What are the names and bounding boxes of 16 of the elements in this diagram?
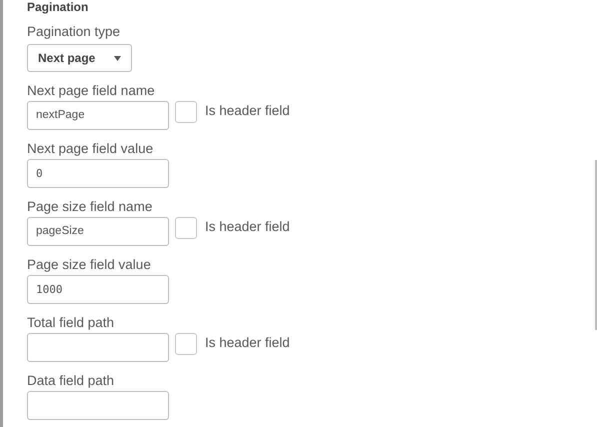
checkbox-label: Is header field xyxy=(205,103,290,118)
field-label: Next page field value xyxy=(27,141,154,156)
field-label: Page size field value xyxy=(27,257,151,272)
field-label: Page size field name xyxy=(27,199,152,214)
checkbox-label: Is header field xyxy=(205,335,290,350)
field-label: Data field path xyxy=(27,373,114,388)
dropdown: Next page xyxy=(27,44,132,72)
input-field: 0 xyxy=(27,159,169,188)
input-field: 1000 xyxy=(27,275,169,304)
input-field: pageSize xyxy=(27,217,169,246)
input-field: nextPage xyxy=(27,101,169,130)
section-heading: Pagination xyxy=(27,0,88,14)
field-label: Total field path xyxy=(27,315,114,330)
checkbox-label: Is header field xyxy=(205,219,290,234)
field-label: Next page field name xyxy=(27,83,155,98)
field-label: Pagination type xyxy=(27,24,120,39)
